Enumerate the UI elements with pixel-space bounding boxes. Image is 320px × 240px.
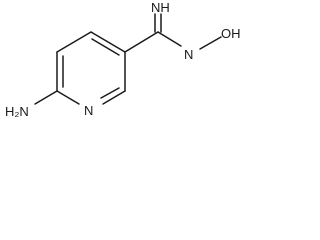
bond-c2-amidine-c [124, 31, 159, 53]
amidoxime-group [124, 13, 222, 53]
hydroxyl-label: OH [221, 26, 241, 41]
bond-c5-c1 [56, 31, 92, 53]
hydroxylamine-n-label: N [184, 47, 193, 62]
bond-amidine-c-hydroxylamine-n [157, 31, 182, 47]
bond-c1-c2 [90, 31, 126, 53]
pyridine-ring [56, 31, 126, 105]
chemical-structure-diagram: NH N OH H₂N N [5, 0, 241, 119]
double-bond-c3-n1-inner [100, 87, 120, 99]
imine-nh-label: NH [151, 0, 170, 15]
bond-c4-amino [34, 90, 58, 105]
bond-c3-n1 [102, 90, 126, 105]
amino-group-label: H₂N [5, 104, 29, 119]
bond-n-o [199, 36, 222, 50]
double-bond-c1-c2-inner [91, 38, 120, 56]
bond-n1-c4 [56, 90, 80, 105]
pyridine-n-label: N [84, 103, 93, 118]
